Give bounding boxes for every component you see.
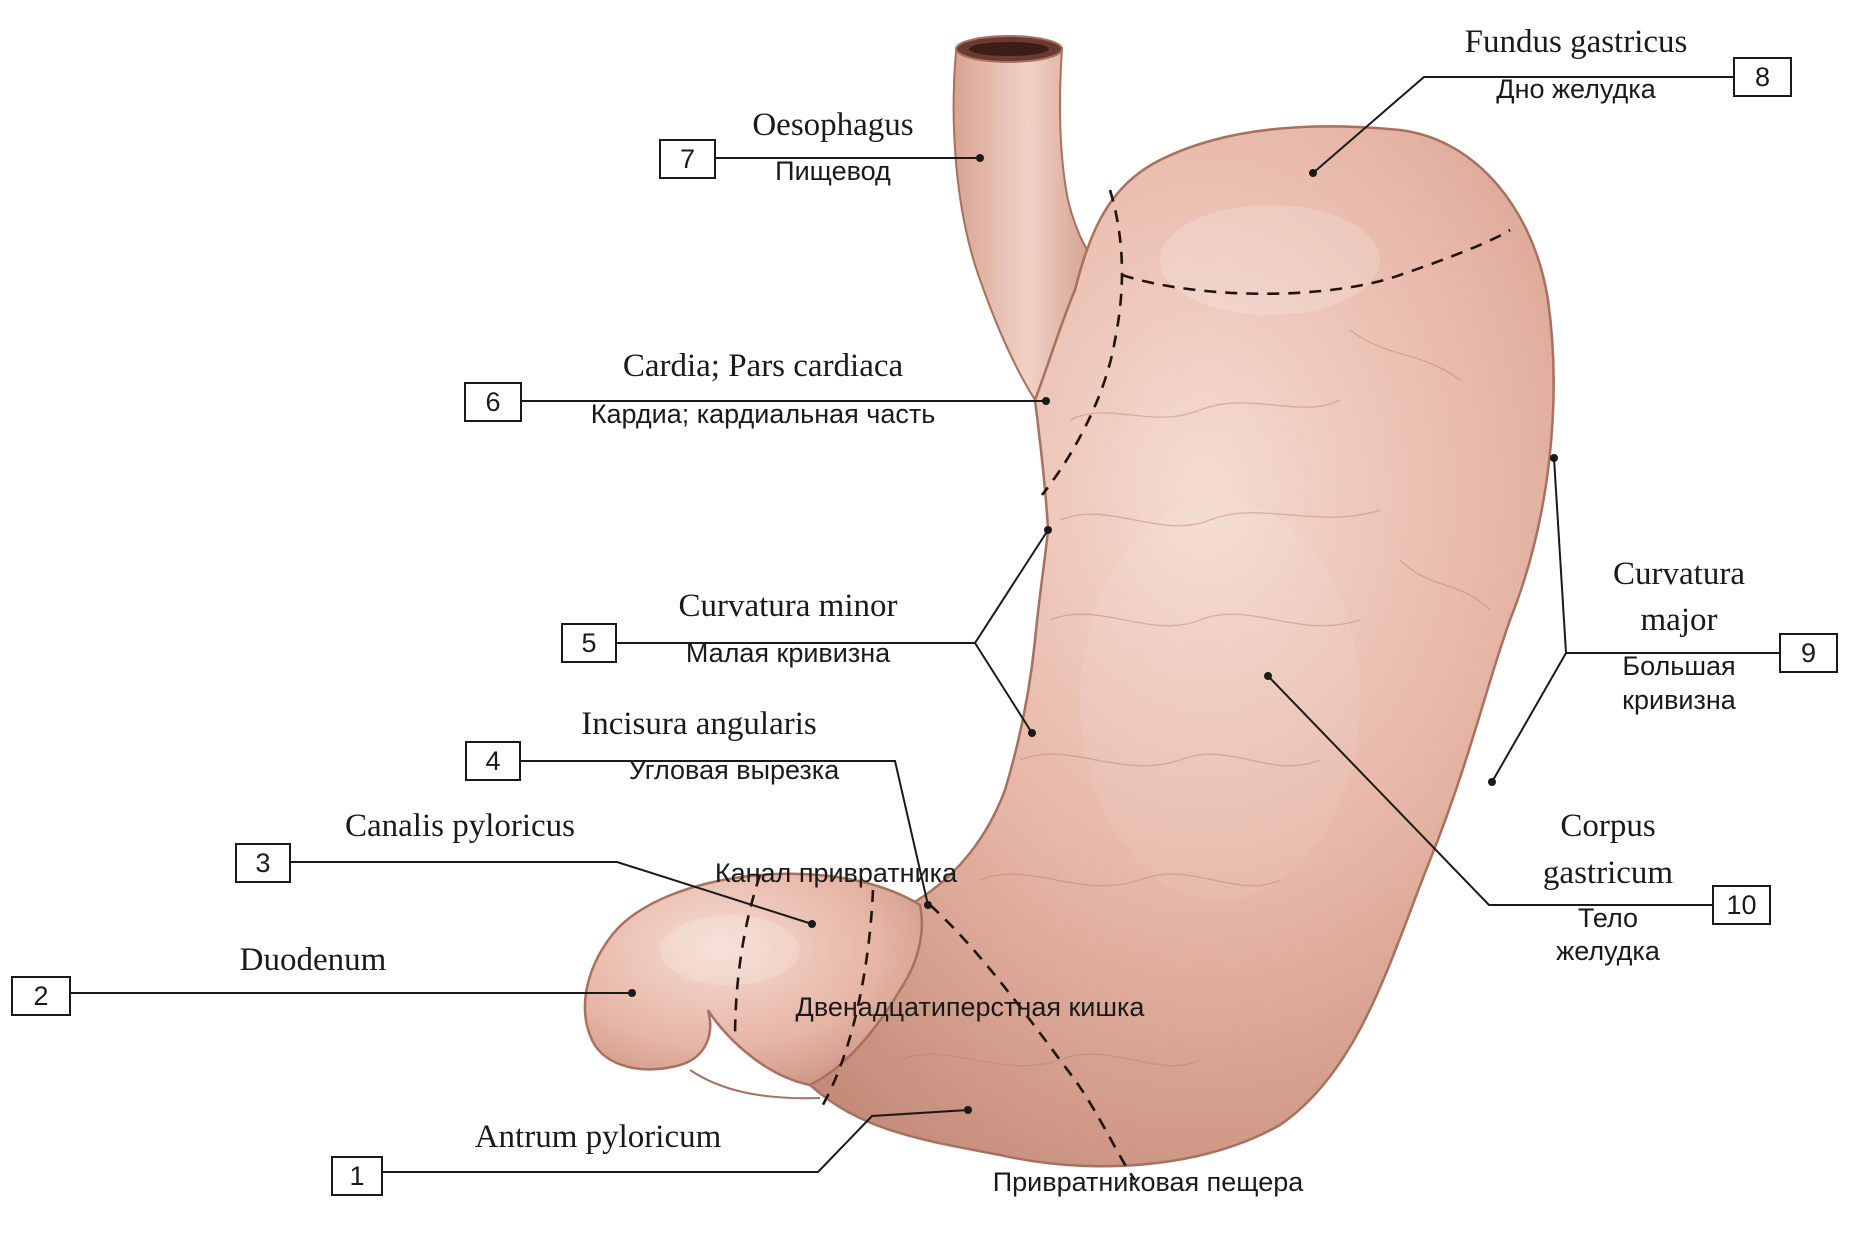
russian-name: Малая кривизна	[686, 638, 891, 668]
canalis-boundary-2	[818, 889, 875, 1111]
pointer-dot	[1488, 778, 1496, 786]
latin-name: Oesophagus	[752, 107, 913, 143]
pointer-dot	[808, 920, 816, 928]
stomach-illustration	[583, 35, 1555, 1181]
cardia-boundary-outer	[1040, 189, 1124, 496]
latin-name: Fundus gastricus	[1465, 24, 1688, 60]
label-number: 8	[1755, 62, 1770, 92]
pointer-dot	[1309, 169, 1317, 177]
leader-line	[290, 861, 813, 925]
duodenum-shape	[583, 872, 924, 1087]
russian-name: Пищевод	[775, 156, 891, 186]
latin-name-line: Corpus	[1560, 808, 1655, 844]
russian-name-line: Большая	[1622, 651, 1735, 681]
pointer-dot	[976, 154, 984, 162]
label-number: 10	[1726, 890, 1756, 920]
label-number: 1	[349, 1161, 364, 1191]
leader-line	[520, 760, 929, 906]
russian-name-line: кривизна	[1622, 685, 1737, 715]
latin-name: Canalis pyloricus	[345, 808, 575, 844]
label-number: 2	[33, 981, 48, 1011]
stomach-body-shape	[778, 125, 1555, 1168]
russian-name-line: Тело	[1578, 903, 1638, 933]
number-box	[659, 139, 716, 179]
latin-name-line: Curvatura	[1613, 556, 1745, 592]
pointer-dot	[1028, 729, 1036, 737]
latin-name: Duodenum	[240, 942, 387, 978]
russian-name: Дно желудка	[1496, 74, 1656, 104]
latin-name: Curvatura minor	[678, 588, 897, 624]
number-box	[1712, 885, 1771, 925]
pointer-dot	[1044, 526, 1052, 534]
pointer-dot	[924, 901, 932, 909]
latin-name-line: major	[1641, 602, 1718, 638]
label-number: 7	[680, 144, 695, 174]
leader-line	[1267, 675, 1713, 906]
label-number: 3	[255, 848, 270, 878]
number-box	[561, 623, 617, 663]
russian-name: Угловая вырезка	[629, 755, 840, 785]
label-number: 4	[485, 746, 500, 776]
leader-branch	[974, 642, 1033, 734]
number-box	[464, 382, 522, 422]
latin-name: Incisura angularis	[581, 706, 817, 742]
pointer-dot	[964, 1106, 972, 1114]
label-number: 9	[1801, 638, 1816, 668]
latin-name-line: gastricum	[1543, 855, 1673, 891]
latin-name: Antrum pyloricum	[475, 1119, 722, 1155]
russian-name: Привратниковая пещера	[993, 1167, 1305, 1197]
russian-name: Двенадцатиперстная кишка	[796, 992, 1146, 1022]
number-box	[235, 843, 291, 883]
label-number: 6	[485, 387, 500, 417]
latin-name: Cardia; Pars cardiaca	[623, 348, 904, 384]
russian-name-line: желудка	[1556, 936, 1661, 966]
number-box	[1733, 57, 1792, 97]
pointer-dot	[1550, 454, 1558, 462]
number-box	[465, 741, 521, 781]
pointer-dot	[1042, 397, 1050, 405]
pointer-dot	[1264, 672, 1272, 680]
leader-line	[1312, 76, 1734, 174]
leader-branch	[1553, 457, 1567, 654]
number-box	[1779, 633, 1838, 673]
fundus-boundary	[1121, 228, 1511, 295]
russian-name: Кардиа; кардиальная часть	[591, 399, 936, 429]
number-box	[11, 976, 71, 1016]
pointer-dot	[628, 989, 636, 997]
leader-branch	[974, 529, 1049, 644]
number-box	[331, 1156, 383, 1196]
leader-line	[382, 1109, 969, 1173]
leader-branch	[1491, 652, 1567, 783]
label-number: 5	[581, 628, 596, 658]
